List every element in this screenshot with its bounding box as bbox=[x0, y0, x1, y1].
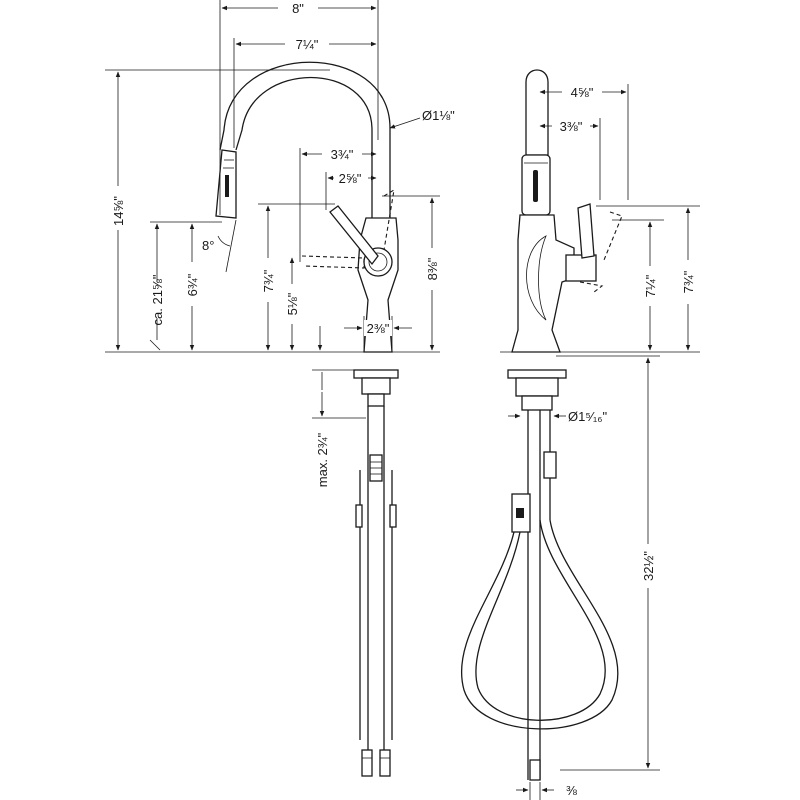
side-base-plate bbox=[507, 369, 567, 379]
dim-side-reach-3-3-8: 3⅜" bbox=[560, 119, 583, 134]
mount-nut bbox=[361, 377, 391, 395]
dim-angle-8: 8° bbox=[202, 238, 214, 253]
spout-outer bbox=[235, 77, 373, 218]
side-lever-alt bbox=[603, 211, 623, 261]
side-body-recess bbox=[526, 235, 547, 321]
dim-lever-3-3-4: 3¾" bbox=[331, 147, 354, 162]
connector-right bbox=[379, 749, 391, 777]
lever-alt-position-1 bbox=[383, 188, 395, 251]
dim-side-hose-32-1-2: 32½" bbox=[641, 551, 656, 581]
dim-height-5-1-8: 5⅛" bbox=[285, 292, 300, 315]
front-view: 8" 7¼" Ø1⅛" 3¾" 2⅝" 8° 14⅝" ca. 21⅝" 6¾" bbox=[105, 0, 455, 777]
dim-width-8: 8" bbox=[292, 1, 304, 16]
dim-height-ca-21-5-8: ca. 21⅝" bbox=[150, 274, 165, 325]
dim-base-2-3-8: 2⅜" bbox=[367, 321, 390, 336]
side-connector bbox=[529, 759, 541, 781]
side-view: 4⅝" 3⅜" 7¼" 7¾" Ø1⁵⁄₁₆" 32½" ⅜ bbox=[460, 69, 700, 800]
dim-height-14-5-8: 14⅝" bbox=[111, 196, 126, 226]
dim-pipe-diameter: Ø1⅛" bbox=[422, 108, 455, 123]
side-body bbox=[511, 214, 575, 353]
side-spout bbox=[525, 69, 549, 156]
dim-lever-2-5-8: 2⅝" bbox=[339, 171, 362, 186]
dim-height-7-3-4-front: 7¾" bbox=[261, 269, 276, 292]
dim-side-hole-diameter: Ø1⁵⁄₁₆" bbox=[568, 409, 608, 424]
dim-height-8-3-8: 8⅜" bbox=[425, 257, 440, 280]
lever-alt-position-2 bbox=[301, 255, 365, 269]
dim-side-connector-3-8: ⅜ bbox=[566, 783, 577, 798]
dim-reach-7-1-4: 7¼" bbox=[296, 37, 319, 52]
dim-side-height-7-3-4: 7¾" bbox=[681, 270, 696, 293]
side-handle-hub bbox=[565, 254, 597, 282]
dim-max-2-3-4: max. 2¾" bbox=[315, 432, 330, 487]
spray-slot bbox=[225, 175, 229, 197]
side-hose-weight bbox=[543, 451, 557, 479]
base-plate bbox=[353, 369, 399, 379]
side-lever bbox=[577, 203, 595, 259]
dim-side-reach-4-5-8: 4⅝" bbox=[571, 85, 594, 100]
lever-handle bbox=[329, 205, 379, 266]
spout-inner bbox=[219, 61, 391, 218]
dim-side-height-7-1-4: 7¼" bbox=[643, 274, 658, 297]
hose-loop bbox=[460, 519, 619, 730]
connector-left bbox=[361, 749, 373, 777]
dim-height-6-3-4: 6¾" bbox=[185, 273, 200, 296]
